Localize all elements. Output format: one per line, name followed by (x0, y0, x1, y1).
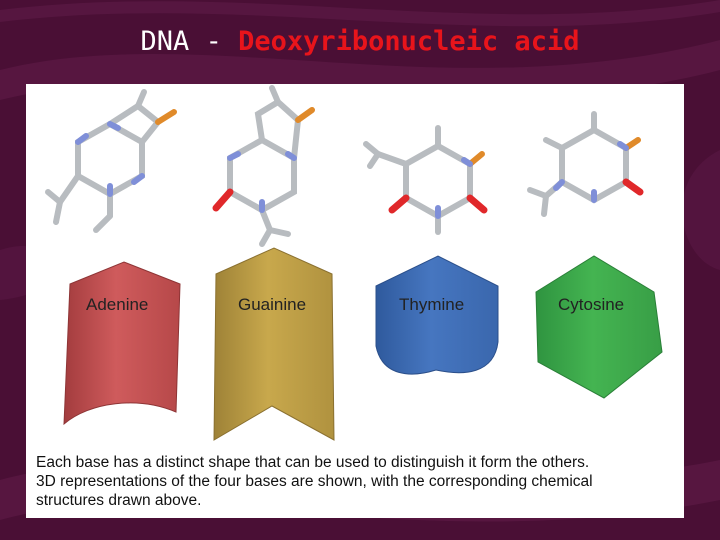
slide-title: DNA - Deoxyribonucleic acid (0, 26, 720, 57)
page-number: 6 (642, 508, 648, 518)
title-prefix: DNA (140, 26, 190, 57)
title-accent: Deoxyribonucleic acid (238, 26, 580, 57)
caption-line-2: 3D representations of the four bases are… (36, 473, 593, 490)
guanine-label: Guainine (238, 295, 306, 314)
cytosine-label: Cytosine (558, 295, 624, 314)
adenine-molecule (45, 89, 177, 233)
bases-figure: Adenine Guainine Thymine Cytosine Each b… (26, 84, 684, 518)
thymine-label: Thymine (399, 295, 464, 314)
adenine-label: Adenine (86, 295, 148, 314)
title-separator: - (189, 26, 239, 57)
guanine-molecule (212, 85, 315, 247)
thymine-shape (375, 255, 499, 375)
bases-figure-graphic: Adenine Guainine Thymine Cytosine (45, 85, 663, 441)
thymine-molecule (363, 125, 488, 235)
cytosine-molecule (527, 111, 644, 217)
guanine-shape (213, 247, 335, 441)
caption-line-3: structures drawn above. (36, 492, 202, 509)
cytosine-shape (535, 255, 663, 399)
caption-line-1: Each base has a distinct shape that can … (36, 454, 590, 471)
figure-caption: Each base has a distinct shape that can … (36, 453, 676, 510)
adenine-shape (63, 261, 181, 426)
